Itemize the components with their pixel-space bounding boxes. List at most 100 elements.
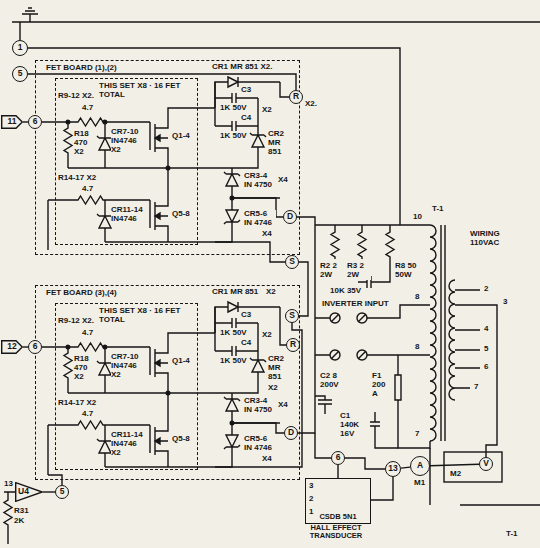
component-label: 4	[484, 325, 488, 334]
component-label: 5	[484, 345, 488, 354]
component-label: Q5-8	[172, 210, 190, 219]
terminal-circle: R	[286, 338, 300, 352]
component-label: X2	[74, 148, 84, 157]
component-label: M1	[414, 479, 425, 488]
inverter-input-wire	[315, 305, 430, 355]
board-title: THIS SET X8 · 16 FET TOTAL	[99, 307, 194, 325]
component-label: F1 200 A	[372, 372, 392, 398]
terminal-circle: S	[285, 255, 299, 269]
component-label: Q5-8	[172, 435, 190, 444]
transformer-core	[441, 225, 445, 441]
component-label: R9-12 X2.	[58, 92, 94, 101]
capacitor-symbol	[370, 412, 398, 448]
component-label: T-1	[432, 205, 444, 214]
resistor-symbol	[315, 225, 430, 282]
component-label: 3	[503, 298, 507, 307]
component-label: INVERTER INPUT	[322, 300, 389, 309]
terminal-circle: R	[289, 90, 303, 104]
voltmeter-circle: V	[479, 457, 493, 471]
transducer-box: CSDB 5N1HALL EFFECT TRANSDUCER	[305, 478, 371, 524]
terminal-text: 5	[18, 69, 23, 78]
fet-board-circuit	[42, 77, 280, 250]
terminal-text: S	[289, 311, 295, 320]
component-label: C3	[241, 311, 251, 320]
terminal-circle: D	[284, 426, 298, 440]
terminal-circle: S	[285, 309, 299, 323]
transducer-text: HALL EFFECT TRANSDUCER	[294, 524, 378, 540]
board-wire	[48, 307, 302, 485]
terminal-text: 6	[336, 453, 341, 462]
terminal-text: 6	[33, 117, 38, 126]
capacitor-symbol	[315, 396, 332, 414]
component-label: Q1-4	[172, 132, 190, 141]
component-label: R9-12 X2.	[58, 317, 94, 326]
component-label: CR7-10 IN4746 X2	[111, 353, 147, 379]
component-label: X2.	[305, 100, 317, 109]
component-label: 4.7	[82, 185, 93, 194]
component-label: 470	[74, 364, 87, 373]
component-label: X2	[74, 373, 84, 382]
bottom-wire	[4, 433, 540, 544]
component-label: 13	[4, 480, 13, 489]
transducer-text: CSDB 5N1	[306, 513, 370, 521]
component-label: WIRING 110VAC	[470, 230, 512, 248]
component-label: X4	[278, 176, 288, 185]
component-label: R8 50 50W	[395, 262, 425, 280]
component-label: M2	[450, 470, 461, 479]
component-label: 7	[474, 383, 478, 392]
terminal-text: A	[417, 461, 423, 470]
component-label: X2	[266, 288, 276, 297]
component-label: 1K 50V	[220, 357, 247, 366]
component-label: 4.7	[82, 329, 93, 338]
wire-connector	[401, 467, 410, 468]
component-label: 2	[484, 285, 488, 294]
component-label: R18	[74, 130, 89, 139]
component-label: 1K 50V	[220, 329, 247, 338]
component-label: 7	[415, 430, 419, 439]
component-label: CR11-14 IN4746	[111, 206, 147, 224]
component-label: 10	[413, 213, 422, 222]
component-label: R3 2 2W	[347, 262, 371, 280]
fet-board-circuit	[42, 302, 280, 475]
terminal-text: R	[293, 92, 299, 101]
terminal-text: V	[483, 459, 489, 468]
component-label: CR7-10 IN4746 X2	[111, 128, 147, 154]
terminal-circle: 6	[331, 451, 345, 465]
amplifier-triangle: U4	[15, 482, 43, 502]
component-label: 6	[484, 363, 488, 372]
component-label: CR5-6 IN 4746	[244, 210, 276, 228]
board-wire	[215, 82, 289, 262]
component-label: T-1	[506, 530, 518, 539]
component-label: C1 140K 16V	[340, 412, 368, 438]
wire-connector	[430, 464, 479, 466]
component-label: 1K 50V	[220, 104, 247, 113]
component-label: R14-17 X2	[58, 174, 96, 183]
terminal-text: 5	[60, 487, 65, 496]
component-label: 4.7	[82, 410, 93, 419]
component-label: CR1 MR 851	[212, 288, 258, 297]
ammeter-circle: A	[410, 456, 430, 476]
component-label: 3	[309, 482, 313, 491]
component-label: R2 2 2W	[320, 262, 344, 280]
component-label: X4	[262, 230, 272, 239]
component-label: CR3-4 IN 4750	[244, 397, 276, 415]
connector-flag: 12	[1, 340, 23, 354]
wire-connector	[345, 458, 385, 469]
component-label: C3	[241, 86, 251, 95]
component-label: X2	[262, 331, 272, 340]
terminal-text: 13	[388, 464, 397, 473]
component-label: 2K	[14, 517, 24, 526]
terminal-circle: 6	[28, 115, 42, 129]
component-label: CR2 MR 851	[268, 130, 294, 156]
terminal-text: 11	[8, 117, 17, 126]
terminal-text: S	[289, 257, 295, 266]
terminal-text: 6	[33, 342, 38, 351]
component-label: X2	[262, 106, 272, 115]
fuse-symbol	[395, 355, 430, 448]
terminal-text: D	[287, 212, 293, 221]
terminal-text: 1	[18, 43, 23, 52]
terminal-circle: 1	[12, 40, 28, 56]
component-label: CR11-14 IN4746 X2	[111, 431, 147, 457]
